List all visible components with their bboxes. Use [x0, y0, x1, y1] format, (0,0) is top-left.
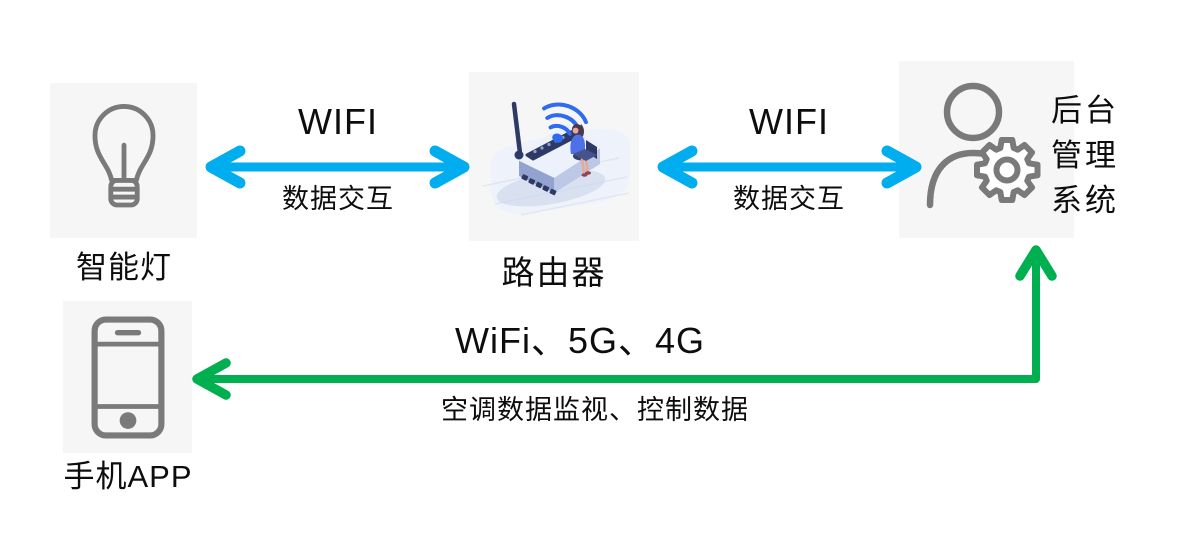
arrow-head-right-icon: [429, 145, 470, 189]
phone-label-zh: 手机: [63, 459, 128, 494]
lightbulb-icon: [92, 103, 155, 207]
phone-tile: [63, 301, 192, 453]
arrow-head-left-icon: [205, 145, 246, 189]
smart-light-tile: [50, 83, 197, 238]
router-backend-arrow: [657, 145, 922, 189]
arrow-head-left-icon: [192, 358, 231, 400]
light-router-arrow-label: WIFI: [298, 101, 378, 142]
light-router-arrow-sublabel: 数据交互: [282, 184, 394, 214]
router-label: 路由器: [501, 256, 607, 292]
router-backend-arrow-sublabel: 数据交互: [733, 184, 845, 214]
woman-with-laptop: [570, 124, 597, 177]
arrow-head-up-icon: [1015, 245, 1057, 281]
phone-label-en: APP: [127, 459, 193, 494]
smart-light-label: 智能灯: [76, 250, 172, 285]
phone-label: 手机APP: [36, 451, 220, 496]
router-backend-arrow-label: WIFI: [749, 101, 829, 142]
smartphone-icon: [91, 315, 164, 439]
backend-phone-arrow: [192, 245, 1057, 400]
router-illustration: [482, 101, 630, 216]
arrow-head-left-icon: [657, 145, 698, 189]
light-router-arrow: [205, 145, 470, 189]
backend-label: 后台管理系统: [1051, 93, 1119, 218]
router-ports: [521, 174, 557, 196]
router-tile: [469, 72, 639, 241]
arrow-head-right-icon: [881, 145, 922, 189]
admin-user-gear-icon: [926, 82, 1041, 209]
backend-phone-arrow-sublabel: 空调数据监视、控制数据: [441, 395, 749, 425]
backend-phone-arrow-label: WiFi、5G、4G: [454, 320, 705, 361]
